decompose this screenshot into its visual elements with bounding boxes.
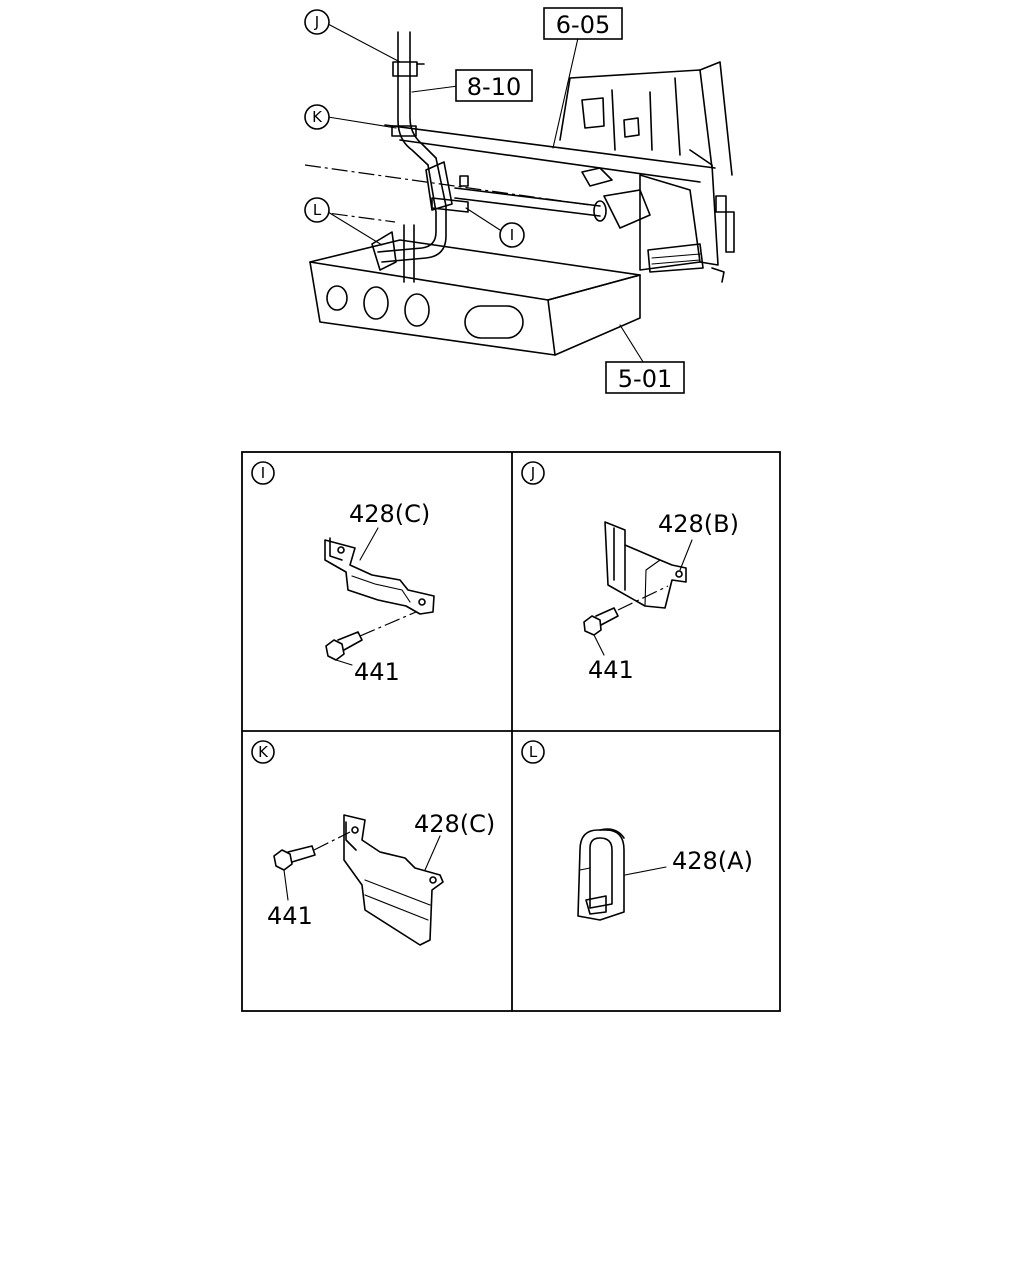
svg-text:J: J (530, 464, 535, 482)
svg-text:I: I (261, 464, 265, 482)
leader-lines (327, 23, 646, 366)
part-label: 428(A) (672, 847, 753, 875)
svg-text:6-05: 6-05 (556, 11, 610, 39)
callout-j: J (304, 9, 330, 35)
assembly-drawing: J K L I 6-05 8-10 5-01 (304, 7, 735, 394)
svg-text:K: K (258, 743, 269, 761)
svg-text:K: K (312, 108, 323, 126)
svg-text:L: L (529, 743, 538, 761)
svg-text:8-10: 8-10 (467, 73, 521, 101)
part-label: 428(C) (349, 500, 430, 528)
svg-text:I: I (510, 226, 514, 244)
cab-body (384, 61, 735, 283)
detail-panel-j: J 428(B) 441 (521, 461, 739, 684)
ref-8-10: 8-10 (455, 69, 533, 102)
svg-text:5-01: 5-01 (618, 365, 672, 393)
bracket-428b (604, 521, 687, 609)
bracket-428c (343, 814, 444, 946)
detail-panel-i: I 428(C) 441 (251, 461, 435, 686)
svg-text:L: L (313, 201, 322, 219)
callout-i: I (499, 222, 525, 248)
ref-5-01: 5-01 (605, 361, 685, 394)
frame-rail (304, 164, 641, 356)
bolt-441 (583, 585, 669, 636)
part-label: 428(C) (414, 810, 495, 838)
detail-panel-k: K 428(C) 441 (251, 740, 495, 946)
svg-text:J: J (314, 13, 319, 31)
bracket-428c (324, 537, 435, 615)
pipe-routing (371, 31, 651, 283)
clip-428a (577, 828, 625, 921)
callout-l: L (304, 197, 330, 223)
bolt-label: 441 (354, 658, 400, 686)
bolt-441 (273, 831, 351, 871)
callout-k: K (304, 104, 330, 130)
ref-6-05: 6-05 (543, 7, 623, 40)
bolt-441 (325, 611, 417, 661)
detail-panel-l: L 428(A) (521, 740, 753, 921)
bolt-label: 441 (267, 902, 313, 930)
part-label: 428(B) (658, 510, 739, 538)
bolt-label: 441 (588, 656, 634, 684)
detail-grid (241, 451, 781, 1012)
clips-on-assembly (391, 61, 469, 213)
